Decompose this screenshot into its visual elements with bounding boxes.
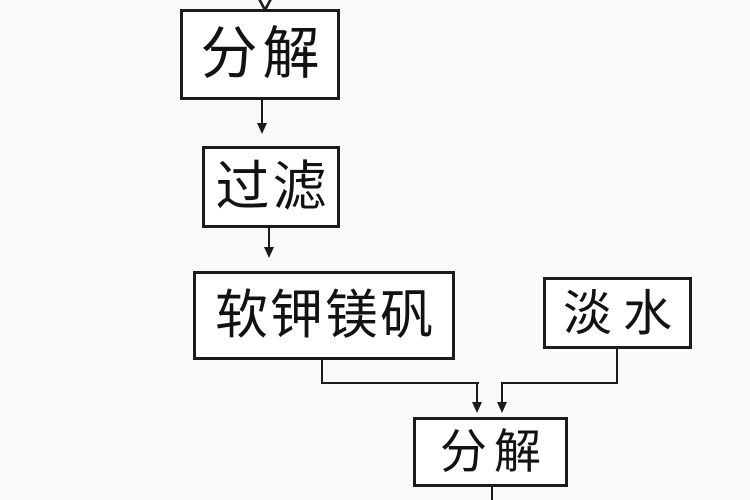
arrowhead-decompose-filter-icon: [257, 123, 267, 134]
node-label: 分解: [200, 21, 325, 87]
arrowhead-freshwater-decompose-icon: [497, 402, 507, 413]
node-filter: 过滤: [202, 146, 340, 228]
connector-decompose-filter-shaft: [261, 100, 263, 130]
connector-langbeinite-drop: [321, 360, 323, 384]
connector-langbeinite-final-drop: [476, 382, 478, 405]
node-label: 淡水: [562, 284, 683, 342]
node-decompose-top: 分解: [180, 9, 340, 100]
node-label: 过滤: [215, 155, 330, 218]
arrowhead-langbeinite-decompose-icon: [472, 402, 482, 413]
connector-langbeinite-horizontal: [321, 382, 479, 384]
node-label: 软钾镁矾: [215, 285, 435, 346]
node-fresh-water: 淡水: [543, 277, 692, 349]
connector-freshwater-horizontal: [501, 382, 618, 384]
connector-freshwater-drop: [616, 349, 618, 384]
connector-decompose-bottom-exit-stub: [491, 487, 493, 500]
connector-freshwater-final-drop: [501, 382, 503, 405]
connector-filter-langbeinite-shaft: [268, 228, 270, 250]
arrowhead-filter-langbeinite-icon: [264, 247, 274, 258]
node-label: 分解: [440, 424, 548, 480]
node-decompose-bottom: 分解: [413, 417, 568, 487]
node-langbeinite: 软钾镁矾: [193, 271, 455, 360]
